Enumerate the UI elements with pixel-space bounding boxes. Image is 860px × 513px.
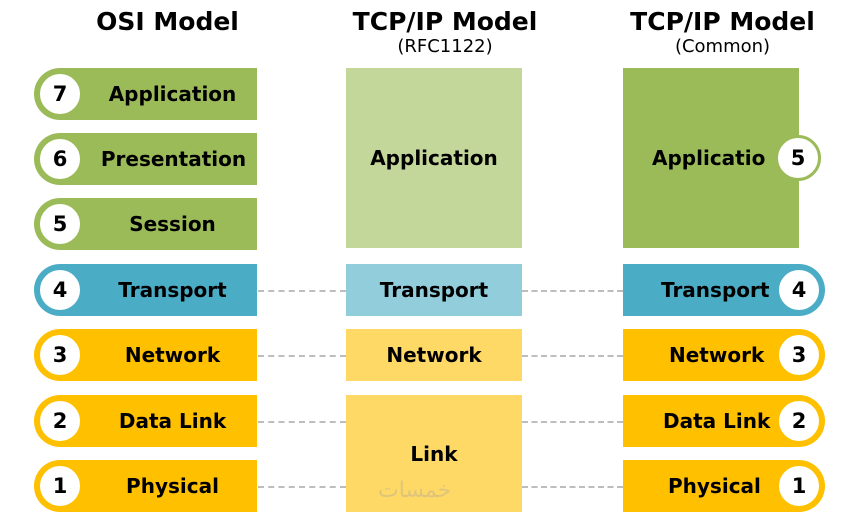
common-network-label: Network	[669, 343, 765, 367]
osi-layer-4: Transport	[60, 264, 257, 316]
rfc-network-label: Network	[386, 343, 482, 367]
osi-layer-6-label: Presentation	[100, 147, 247, 171]
osi-layer-7-label: Application	[108, 82, 237, 106]
osi-layer-2-label: Data Link	[118, 409, 227, 433]
connector-line	[522, 421, 623, 423]
rfc-link-label: Link	[410, 441, 458, 466]
common-datalink-label: Data Link	[663, 409, 771, 433]
osi-layer-5-label: Session	[129, 212, 216, 236]
connector-line	[522, 355, 623, 357]
osi-layer-6: Presentation	[60, 133, 257, 185]
common-layer-1-number: 1	[776, 463, 822, 509]
connector-line	[258, 290, 346, 292]
common-physical-label: Physical	[668, 474, 761, 498]
connector-line	[258, 355, 346, 357]
rfc-application-layer: Application	[346, 68, 522, 248]
tcpip-common-subtitle: (Common)	[674, 36, 771, 57]
osi-layer-3-number: 3	[37, 332, 83, 378]
rfc-link-layer: Link	[346, 395, 522, 512]
osi-layer-3-label: Network	[124, 343, 221, 367]
osi-layer-5-number: 5	[37, 201, 83, 247]
watermark: خمسات	[378, 478, 452, 503]
osi-layer-7-number: 7	[37, 71, 83, 117]
osi-layer-6-number: 6	[37, 136, 83, 182]
connector-line	[522, 290, 623, 292]
osi-layer-4-label: Transport	[118, 278, 227, 302]
common-datalink-layer: Data Link	[623, 395, 799, 447]
rfc-transport-label: Transport	[379, 278, 489, 302]
common-layer-3-number: 3	[776, 332, 822, 378]
common-layer-5-number: 5	[775, 135, 821, 181]
common-transport-layer: Transport	[623, 264, 799, 316]
connector-line	[522, 486, 623, 488]
rfc-application-label: Application	[370, 146, 498, 170]
tcpip-rfc-title: TCP/IP Model	[352, 7, 538, 36]
osi-layer-7: Application	[60, 68, 257, 120]
common-physical-layer: Physical	[623, 460, 799, 512]
common-layer-4-number: 4	[776, 267, 822, 313]
osi-layer-4-number: 4	[37, 267, 83, 313]
rfc-network-layer: Network	[346, 329, 522, 381]
osi-layer-1-number: 1	[37, 463, 83, 509]
common-transport-label: Transport	[661, 278, 770, 302]
common-network-layer: Network	[623, 329, 799, 381]
osi-layer-3: Network	[60, 329, 257, 381]
common-layer-2-number: 2	[776, 398, 822, 444]
osi-layer-1-label: Physical	[126, 474, 219, 498]
common-application-layer: Applicatio	[623, 68, 799, 248]
osi-layer-1: Physical	[60, 460, 257, 512]
tcpip-common-title: TCP/IP Model	[630, 7, 815, 36]
osi-title: OSI Model	[96, 7, 239, 36]
osi-layer-5: Session	[60, 198, 257, 250]
osi-layer-2: Data Link	[60, 395, 257, 447]
osi-layer-2-number: 2	[37, 398, 83, 444]
rfc-transport-layer: Transport	[346, 264, 522, 316]
connector-line	[258, 421, 346, 423]
connector-line	[258, 486, 346, 488]
tcpip-rfc-subtitle: (RFC1122)	[397, 36, 493, 57]
common-application-label: Applicatio	[652, 146, 766, 170]
